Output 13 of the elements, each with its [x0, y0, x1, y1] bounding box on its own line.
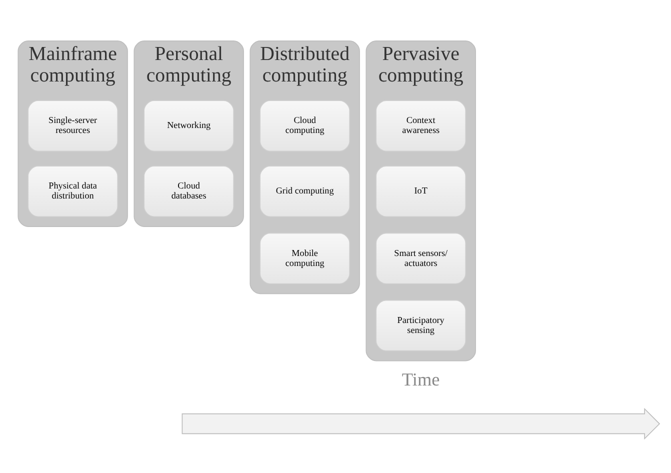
node-box: Participatory sensing	[376, 300, 466, 352]
node-box: Networking	[144, 100, 234, 152]
node-box: Context awareness	[376, 100, 466, 152]
node-box: Single-server resources	[28, 100, 118, 152]
label: Time	[402, 369, 440, 390]
node-box: IoT	[376, 166, 466, 218]
node-box: Smart sensors/actuators	[376, 232, 466, 284]
node-arrow	[182, 408, 660, 440]
node-box: Cloud computing	[260, 100, 350, 152]
node-box: Physical data distribution	[28, 166, 118, 218]
node-box: Mobile computing	[260, 232, 350, 284]
node-box: Cloud databases	[144, 166, 234, 218]
node-box: Grid computing	[260, 166, 350, 218]
